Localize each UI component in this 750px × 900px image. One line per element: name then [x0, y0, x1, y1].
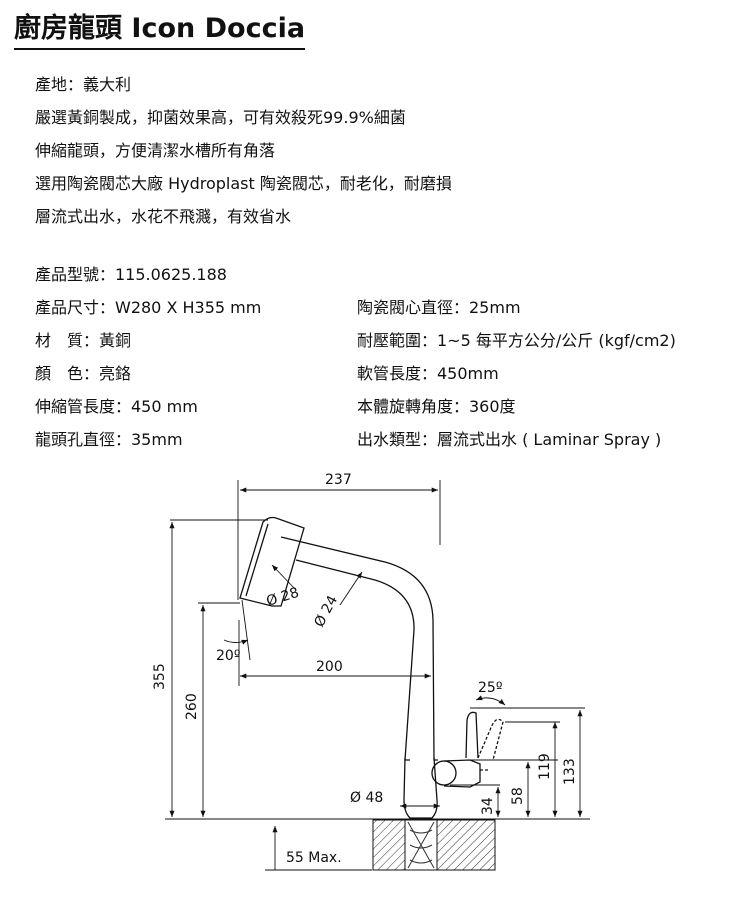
dim-20deg: 20º [216, 648, 240, 664]
technical-drawing: 237 200 355 260 Ø 28 Ø 24 20º 25º Ø 48 3… [0, 455, 750, 900]
intro-origin: 產地：義大利 [35, 75, 132, 94]
dim-119: 119 [537, 753, 553, 780]
spec-size: 產品尺寸：W280 X H355 mm [35, 298, 262, 317]
spec-material: 材 質：黃銅 [35, 331, 132, 350]
spray-head [239, 516, 305, 607]
dim-55max: 55 Max. [286, 850, 342, 866]
spray-head-inner [245, 523, 269, 597]
countertop [372, 819, 496, 871]
dim-34: 34 [480, 797, 496, 815]
spout-outer [280, 536, 438, 761]
spec-rotation-angle: 本體旋轉角度：360度 [357, 397, 516, 416]
intro-pullout: 伸縮龍頭，方便清潔水槽所有角落 [35, 141, 276, 160]
faucet-column [403, 757, 438, 819]
dim-237: 237 [325, 472, 352, 488]
dim-355: 355 [152, 663, 168, 690]
dim-133: 133 [562, 758, 578, 785]
handle-lever [465, 711, 479, 759]
dim-25deg: 25º [478, 680, 502, 696]
intro-laminar: 層流式出水，水花不飛濺，有效省水 [35, 207, 292, 226]
dim-200: 200 [316, 659, 343, 675]
handle-body [443, 759, 481, 788]
spec-hose-length: 軟管長度：450mm [357, 364, 499, 383]
dim-58: 58 [510, 787, 526, 805]
spec-hole-diameter: 龍頭孔直徑：35mm [35, 430, 183, 449]
faucet-dimension-drawing: 237 200 355 260 Ø 28 Ø 24 20º 25º Ø 48 3… [152, 472, 590, 871]
spec-pressure-range: 耐壓範圍：1~5 每平方公分/公斤 (kgf/cm2) [357, 331, 676, 350]
spec-model: 產品型號：115.0625.188 [35, 265, 227, 284]
spec-cartridge-diameter: 陶瓷閥心直徑：25mm [357, 298, 521, 317]
spec-color: 顏 色：亮鉻 [35, 364, 132, 383]
intro-cartridge: 選用陶瓷閥芯大廠 Hydroplast 陶瓷閥芯，耐老化，耐磨損 [35, 174, 452, 193]
dim-d28: Ø 28 [264, 585, 301, 610]
page-title: 廚房龍頭 Icon Doccia [14, 12, 306, 50]
spout-inner [295, 559, 415, 761]
dim-d24: Ø 24 [311, 593, 341, 630]
dim-d48: Ø 48 [350, 790, 383, 806]
spec-spray-type: 出水類型：層流式出水 ( Laminar Spray ) [357, 430, 662, 449]
intro-list: 產地：義大利 嚴選黃銅製成，抑菌效果高，可有效殺死99.9%細菌 伸縮龍頭，方便… [35, 68, 452, 233]
spec-list-left: 產品型號：115.0625.188 產品尺寸：W280 X H355 mm 材 … [35, 258, 261, 456]
intro-material: 嚴選黃銅製成，抑菌效果高，可有效殺死99.9%細菌 [35, 108, 406, 127]
faucet-body [239, 516, 504, 819]
spec-pullout-length: 伸縮管長度：450 mm [35, 397, 198, 416]
handle-lever-alt [477, 718, 504, 761]
spec-list-right: 陶瓷閥心直徑：25mm 耐壓範圍：1~5 每平方公分/公斤 (kgf/cm2) … [357, 291, 676, 456]
dim-260: 260 [184, 693, 200, 720]
